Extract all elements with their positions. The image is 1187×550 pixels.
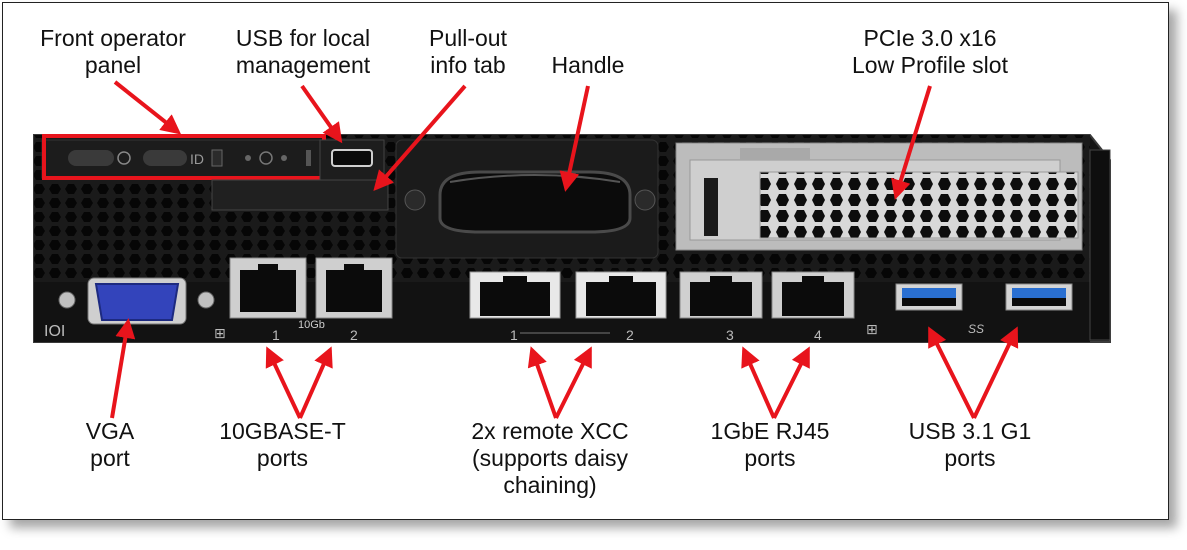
rj45-10g-port-2[interactable]	[315, 257, 393, 319]
pullout-info-tab[interactable]	[211, 179, 389, 211]
pcie-slot	[675, 142, 1083, 251]
id-button[interactable]	[143, 150, 187, 166]
id-text: ID	[190, 151, 204, 167]
ten-gbase-t-ports: 10Gb 1 2 ⊞	[214, 257, 393, 343]
activity-led	[281, 155, 287, 161]
arrow-xcc-2	[554, 346, 592, 419]
gbe-port-number-3: 3	[726, 327, 734, 343]
arrow-gbe-2	[772, 346, 810, 419]
xcc-port-2[interactable]	[575, 271, 667, 319]
arrow-10g-2	[298, 346, 333, 419]
arrow-front-panel	[113, 80, 182, 135]
arrow-gbe-1	[741, 346, 776, 419]
power-icon	[117, 151, 131, 165]
gbe-port-4[interactable]	[771, 271, 855, 319]
port-number-1: 1	[272, 327, 280, 343]
arrow-handle	[559, 85, 590, 192]
arrow-vga	[110, 318, 136, 419]
power-button[interactable]	[68, 150, 114, 166]
port-number-2: 2	[350, 327, 358, 343]
vga-symbol: IOI	[44, 323, 65, 340]
usb31-port-2[interactable]	[1005, 283, 1073, 311]
arrow-xcc-1	[527, 346, 558, 419]
arrow-usb31-2	[972, 326, 1019, 419]
network-icon-2: ⊞	[866, 322, 878, 338]
callout-arrows	[110, 80, 1019, 419]
xcc-port-number-1: 1	[510, 327, 518, 343]
rj45-10g-port-1[interactable]	[229, 257, 307, 319]
label-handle: Handle	[551, 52, 625, 78]
gbe-port-number-4: 4	[814, 327, 822, 343]
gbe-ports: 3 4 ⊞	[679, 271, 878, 343]
usb31-port-1[interactable]	[895, 283, 963, 311]
vga-port[interactable]: IOI	[44, 277, 215, 340]
usb-micro-icon	[331, 149, 373, 167]
error-led	[211, 149, 223, 167]
xcc-port-number-2: 2	[626, 327, 634, 343]
front-operator-panel: ID	[41, 139, 373, 179]
arrow-usb31-1	[928, 326, 976, 419]
power-led-icon	[259, 151, 273, 165]
xcc-ports: 1 2	[469, 271, 667, 343]
arrow-pcie	[891, 85, 932, 200]
arrow-usb-local	[300, 84, 343, 144]
reset-pinhole	[306, 150, 311, 166]
usb-ss-icon: SS	[968, 322, 984, 336]
xcc-port-1[interactable]	[469, 271, 561, 319]
arrow-10g-1	[265, 346, 302, 419]
gbe-port-3[interactable]	[679, 271, 763, 319]
handle[interactable]	[395, 139, 659, 259]
arrow-pullout	[373, 84, 467, 192]
status-led	[245, 155, 251, 161]
ten-g-caption: 10Gb	[298, 319, 325, 331]
usb31-ports: SS	[895, 283, 1073, 336]
network-icon: ⊞	[214, 326, 226, 342]
